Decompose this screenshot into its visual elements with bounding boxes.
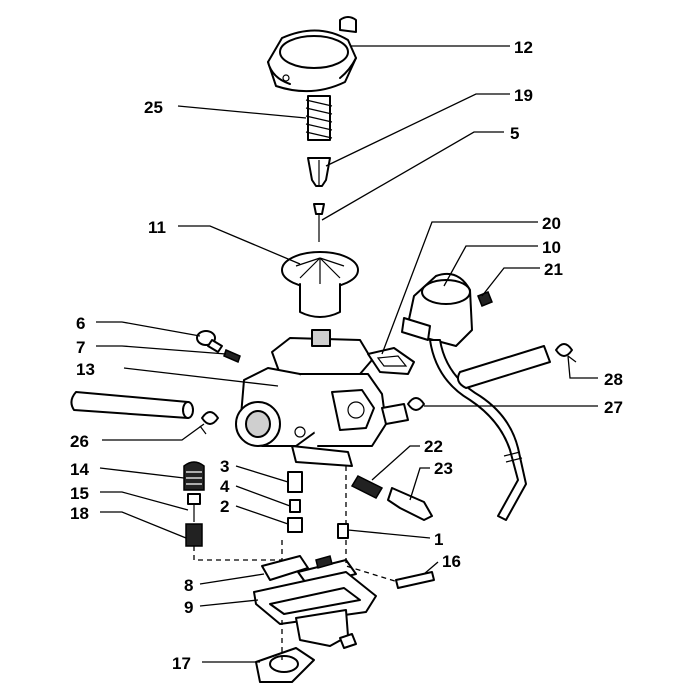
- callout-10: 10: [542, 238, 561, 257]
- leader-10: [443, 245, 538, 287]
- part-auto-choke-10: [401, 272, 473, 347]
- leader-13: [123, 367, 279, 387]
- axis-line: [193, 536, 283, 561]
- callout-1: 1: [434, 530, 443, 549]
- part-hose-28: [457, 345, 551, 389]
- part-hose-26: [70, 391, 194, 419]
- callout-15: 15: [70, 484, 89, 503]
- leader-21: [481, 267, 540, 297]
- leader-26: [102, 423, 205, 441]
- part-clamp-28: [555, 343, 577, 363]
- part-spring-22: [350, 475, 384, 499]
- leader-1: [347, 529, 431, 539]
- part-spring-7: [223, 348, 241, 364]
- callout-9: 9: [184, 598, 193, 617]
- leader-28: [567, 355, 598, 379]
- callout-12: 12: [514, 38, 533, 57]
- leader-15: [100, 491, 189, 511]
- leader-20: [381, 221, 538, 355]
- part-screw-6: [196, 330, 223, 353]
- callout-21: 21: [544, 260, 563, 279]
- part-cap-14: [183, 461, 205, 491]
- leader-22: [371, 445, 420, 481]
- callout-2: 2: [220, 497, 229, 516]
- callout-3: 3: [220, 457, 229, 476]
- part-clamp-27: [407, 397, 425, 411]
- part-cover-17: [255, 647, 315, 683]
- leader-4: [235, 485, 291, 507]
- leader-9: [199, 599, 259, 607]
- callout-22: 22: [424, 437, 443, 456]
- callout-25: 25: [144, 98, 163, 117]
- part-jet-3: [287, 471, 303, 493]
- leader-5: [321, 131, 504, 221]
- callout-19: 19: [514, 86, 533, 105]
- leader-25: [177, 105, 307, 119]
- callout-26: 26: [70, 432, 89, 451]
- part-gasket-20: [367, 347, 415, 375]
- part-needle-holder-19: [307, 157, 331, 187]
- part-screw-21: [477, 291, 493, 307]
- part-needle-valve-1: [337, 523, 349, 539]
- part-spring-18: [185, 523, 203, 547]
- leader-19: [325, 93, 510, 167]
- callout-23: 23: [434, 459, 453, 478]
- part-jet-4: [289, 499, 301, 513]
- leader-2: [235, 505, 289, 525]
- leader-3: [235, 465, 289, 483]
- callout-6: 6: [76, 314, 85, 333]
- leader-23: [409, 467, 430, 501]
- part-diaphragm-slide-11: [281, 251, 359, 318]
- part-float-bowl-9: [253, 571, 377, 647]
- callout-27: 27: [604, 398, 623, 417]
- callout-11: 11: [148, 218, 166, 237]
- callout-13: 13: [76, 360, 95, 379]
- leader-18: [100, 511, 187, 539]
- leader-7: [96, 345, 227, 355]
- callout-28: 28: [604, 370, 623, 389]
- part-jet-2: [287, 517, 303, 533]
- part-pin-16: [395, 571, 435, 589]
- callout-17: 17: [172, 654, 191, 673]
- axis-line: [345, 540, 399, 583]
- part-plunger-23: [387, 487, 433, 521]
- callout-8: 8: [184, 576, 193, 595]
- callout-14: 14: [70, 460, 89, 479]
- leader-14: [99, 467, 185, 479]
- callout-5: 5: [510, 124, 519, 143]
- callout-18: 18: [70, 504, 89, 523]
- callout-7: 7: [76, 338, 85, 357]
- part-jet-needle-5: [313, 203, 325, 242]
- callout-4: 4: [220, 477, 230, 496]
- part-clamp-26: [199, 411, 219, 435]
- callout-16: 16: [442, 552, 461, 571]
- part-spring-25: [305, 95, 333, 141]
- leader-8: [199, 573, 265, 585]
- leader-16: [423, 561, 439, 575]
- callout-20: 20: [542, 214, 561, 233]
- leader-11: [178, 225, 301, 265]
- part-bowl-screw: [339, 633, 357, 649]
- leader-6: [96, 321, 201, 337]
- part-top-cover: [267, 16, 357, 93]
- part-screw-15: [187, 493, 201, 522]
